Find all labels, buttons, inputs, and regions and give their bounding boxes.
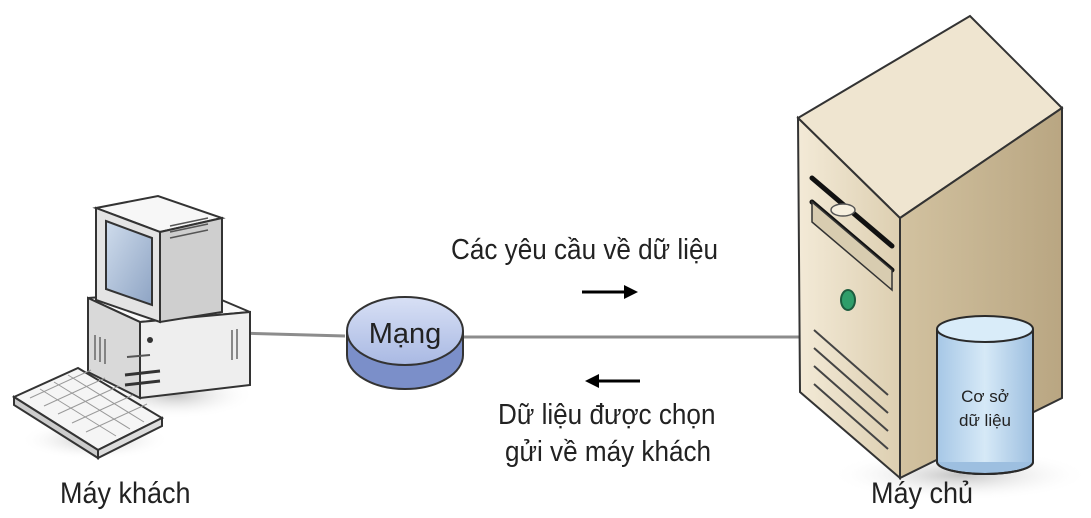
response-label-line2: gửi về máy khách	[505, 436, 712, 468]
desktop-computer-icon	[11, 194, 255, 460]
server-label: Máy chủ	[871, 477, 974, 510]
tower-server-icon	[796, 14, 1090, 501]
response-arrow-icon	[585, 374, 640, 388]
database-label-line1: Cơ sở	[961, 387, 1009, 406]
connector-lines	[237, 331, 800, 339]
network-label: Mạng	[369, 318, 442, 350]
response-label-line1: Dữ liệu được chọn	[498, 399, 716, 431]
database-cylinder-icon	[936, 315, 1034, 475]
request-arrow-icon	[582, 285, 638, 299]
network-disk-icon: Mạng	[346, 296, 464, 390]
database-label-line2: dữ liệu	[958, 411, 1012, 430]
request-label: Các yêu cầu về dữ liệu	[451, 234, 719, 266]
client-network-link	[237, 331, 346, 338]
client-label: Máy khách	[60, 477, 191, 510]
power-light-icon	[840, 289, 856, 311]
